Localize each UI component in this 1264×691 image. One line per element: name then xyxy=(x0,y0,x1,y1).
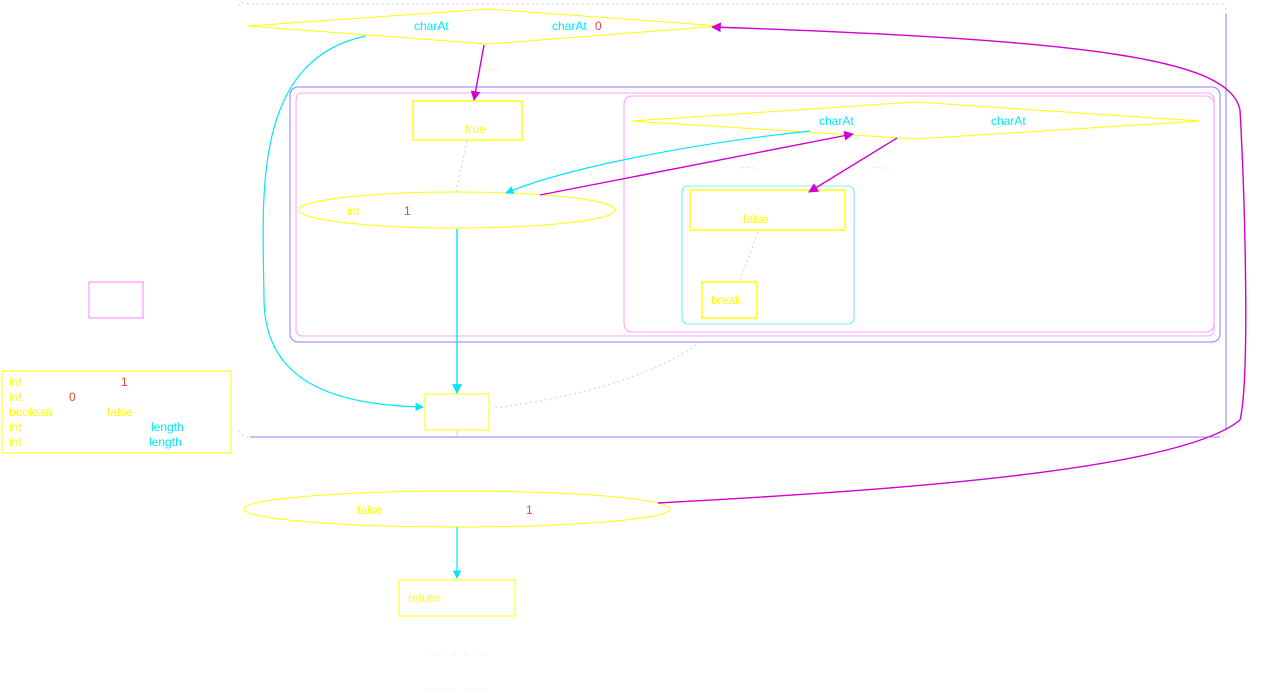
decl-row-1-type: int xyxy=(9,375,22,389)
inner-condition-right-call: charAt xyxy=(991,114,1026,128)
true-label: true xyxy=(465,122,486,136)
top-condition-right-arg: 0 xyxy=(595,19,602,33)
edge-bottom-to-top xyxy=(657,22,1247,504)
decl-row-5-type: int xyxy=(9,435,22,449)
edge-inner-to-increment xyxy=(505,130,811,194)
decl-row-2-type: int xyxy=(9,390,22,404)
top-condition-diamond[interactable]: charAt charAt 0 xyxy=(247,8,721,45)
bottom-condition-value: 1 xyxy=(526,503,533,517)
top-condition-right-call: charAt xyxy=(552,19,587,33)
loop-merge-box[interactable] xyxy=(424,393,490,431)
true-assignment-box[interactable]: true xyxy=(412,100,523,141)
edge-false-to-break xyxy=(739,231,759,281)
edge-increment-to-inner xyxy=(539,130,854,196)
edge-true-to-increment xyxy=(455,140,468,193)
bottom-condition-keyword: false xyxy=(357,503,383,517)
decl-row-2-value: 0 xyxy=(69,390,76,404)
increment-type: int xyxy=(347,204,360,218)
decl-row-3-value: false xyxy=(107,405,133,419)
top-condition-left-call: charAt xyxy=(414,19,449,33)
bottom-condition-ellipse[interactable]: false 1 xyxy=(243,490,671,528)
increment-value: 1 xyxy=(404,204,411,218)
decl-row-4-type: int xyxy=(9,420,22,434)
declarations-box[interactable]: int 1 int 0 boolean false int length int… xyxy=(1,370,232,454)
return-box[interactable]: return xyxy=(398,579,516,617)
edge-top-to-true xyxy=(470,44,485,101)
break-label: break xyxy=(711,293,742,307)
inner-condition-diamond[interactable]: charAt charAt xyxy=(631,101,1201,140)
then-block-container xyxy=(681,185,855,325)
return-label: return xyxy=(408,591,439,605)
edge-inner-to-false xyxy=(808,137,898,193)
false-label: false xyxy=(743,212,769,226)
decl-row-4-value: length xyxy=(151,420,184,434)
edge-top-to-merge xyxy=(262,35,424,412)
edges xyxy=(262,22,1247,690)
increment-ellipse[interactable]: int 1 xyxy=(298,191,616,229)
if-block-container xyxy=(623,95,1215,333)
inner-condition-left-call: charAt xyxy=(819,114,854,128)
outer-loop-container xyxy=(237,1,1227,438)
false-assignment-box[interactable]: false xyxy=(689,189,846,231)
decl-row-3-type: boolean xyxy=(9,405,52,419)
loop-start-marker xyxy=(88,281,144,319)
break-box[interactable]: break xyxy=(701,281,758,319)
decl-row-1-value: 1 xyxy=(121,375,128,389)
decl-row-5-value: length xyxy=(149,435,182,449)
edge-break-to-merge xyxy=(491,341,701,409)
